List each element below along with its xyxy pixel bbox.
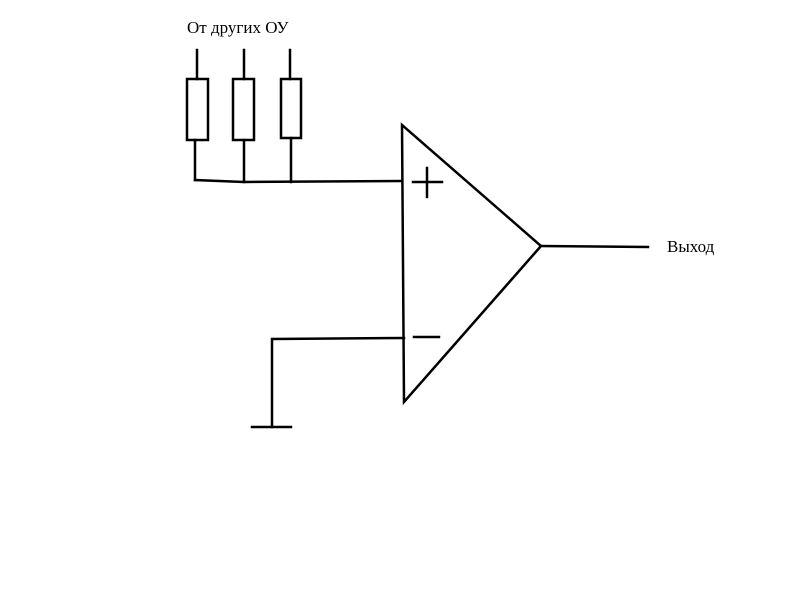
resistor-1-body (185, 77, 210, 142)
summing-bus-wire (193, 178, 404, 184)
op-amp-triangle (400, 122, 543, 406)
resistor-3-body (279, 77, 303, 140)
output-label: Выход (667, 237, 715, 256)
plus-sign-icon (411, 166, 444, 199)
resistor-3 (279, 48, 303, 184)
input-label: От других ОУ (187, 18, 289, 37)
inverting-input-wire (270, 336, 406, 429)
resistor-2 (231, 48, 256, 184)
resistor-2-body (231, 77, 256, 142)
resistor-1 (185, 48, 210, 182)
output-wire (539, 244, 650, 249)
